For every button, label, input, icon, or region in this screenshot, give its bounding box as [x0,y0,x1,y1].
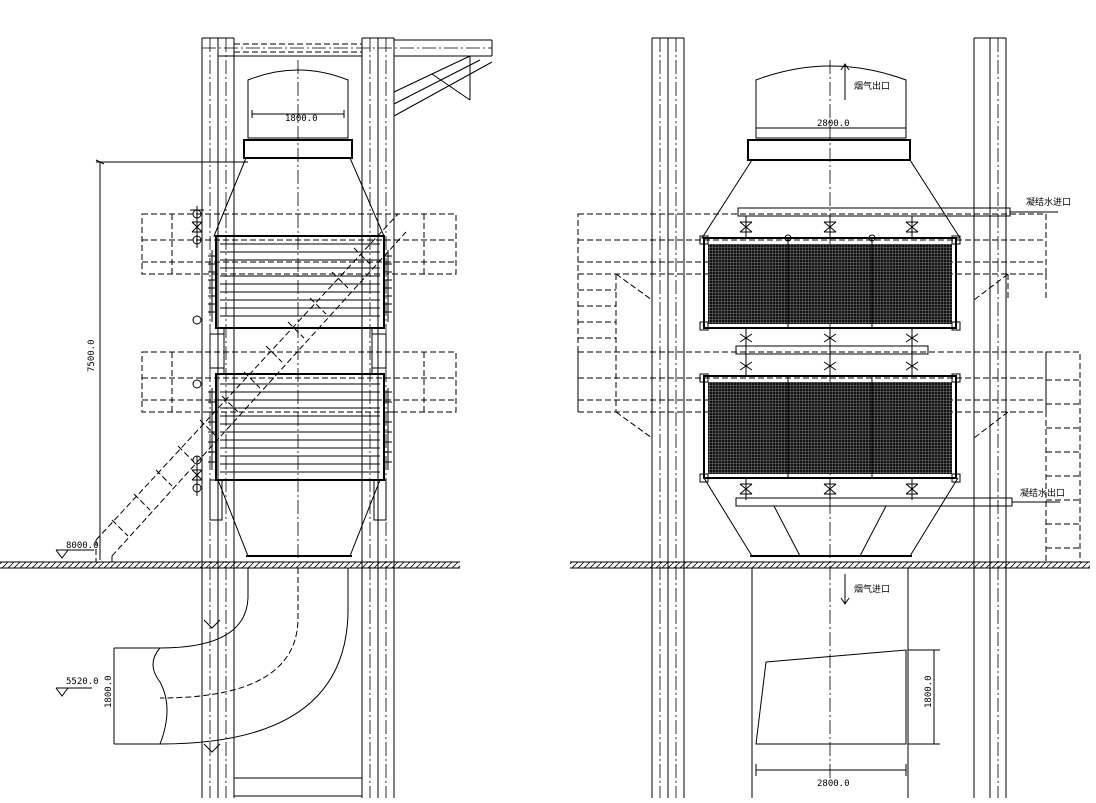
left-steel-frame [201,37,493,798]
right-duct-height-dim: 1800.0 [924,675,934,708]
right-lower-duct: 烟气进口 1800.0 2800.0 [751,568,940,798]
left-stairway [95,213,407,562]
right-water-inlet-pipe: 凝结水进口 [737,196,1071,217]
left-height-dimension: 7500.0 [87,159,248,560]
left-upper-duct: 1800.0 [243,60,353,560]
right-lower-hopper [703,477,959,557]
left-ground-line: 8000.0 [0,541,460,569]
left-duct-elevation: 5520.0 [66,677,99,687]
right-middle-connection [735,328,929,376]
left-upper-module [208,235,392,329]
right-upper-module [699,235,961,331]
right-elevation-view: 2800.0 烟气出口 凝结水进口 [570,37,1090,798]
left-height-dim-text: 7500.0 [87,339,97,372]
right-water-outlet-label: 凝结水出口 [1020,487,1065,499]
right-valves-upper [739,216,919,242]
left-elevation-view: 1800.0 [0,37,493,798]
left-valves [190,206,204,496]
right-ground-line [570,561,1090,569]
left-ground-elevation: 8000.0 [66,541,99,551]
right-lower-module [699,373,961,483]
right-steel-frame [651,37,1007,798]
left-upper-hopper [213,157,385,237]
left-duct-height-dim: 1800.0 [104,675,114,708]
right-water-inlet-label: 凝结水进口 [1026,196,1071,208]
left-lower-module [208,373,392,481]
left-lower-hopper [209,479,387,557]
left-connection-section [209,328,387,374]
right-valves-lower: 凝结水出口 [735,478,1065,507]
right-bottom-width-dim: 2800.0 [817,779,850,789]
left-top-width-dim: 1800.0 [285,114,318,124]
right-top-width-dim: 2800.0 [817,119,850,129]
right-gas-inlet-label: 烟气进口 [854,583,890,595]
right-gas-outlet-label: 烟气出口 [854,80,890,92]
left-elbow-duct: 1800.0 5520.0 [55,568,362,797]
